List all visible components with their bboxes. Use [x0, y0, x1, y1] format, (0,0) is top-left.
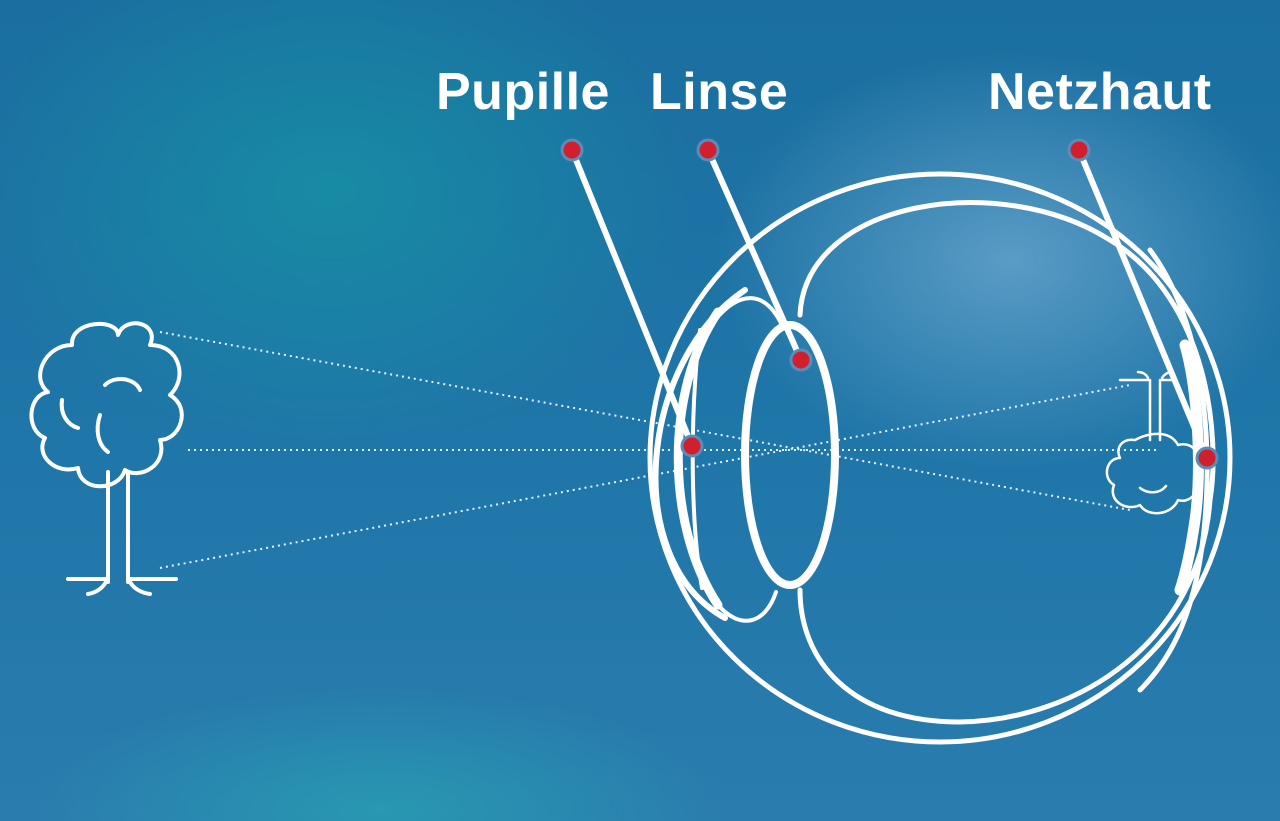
light-ray-top: [159, 331, 1131, 511]
eyeball-outer: [647, 171, 1233, 745]
retina-layer: [1137, 247, 1210, 693]
markers: [560, 138, 1219, 470]
anterior-chamber: [713, 296, 784, 623]
eye: [647, 171, 1233, 745]
leader-lines: [569, 147, 1210, 461]
tree-icon: [29, 321, 184, 596]
retina-target-dot: [1195, 446, 1219, 470]
lens-leader-line: [705, 147, 804, 363]
retina-thick: [1174, 339, 1204, 596]
eyeball-inner-wall: [797, 200, 1216, 725]
retina-marker-dot: [1067, 138, 1091, 162]
lens: [741, 321, 839, 589]
ciliary-front: [690, 328, 704, 590]
pupil-leader-line: [569, 147, 695, 449]
light-ray-bottom: [159, 384, 1131, 569]
pupil-marker-dot: [560, 138, 584, 162]
retina-leader-line: [1076, 147, 1210, 461]
lens-label: Linse: [650, 63, 789, 121]
inverted-tree-icon: [1105, 370, 1201, 515]
lens-marker-dot: [696, 138, 720, 162]
lens-target-dot: [789, 348, 813, 372]
pupil-label: Pupille: [436, 63, 610, 121]
retina-label: Netzhaut: [988, 63, 1212, 121]
pupil-target-dot: [680, 434, 704, 458]
